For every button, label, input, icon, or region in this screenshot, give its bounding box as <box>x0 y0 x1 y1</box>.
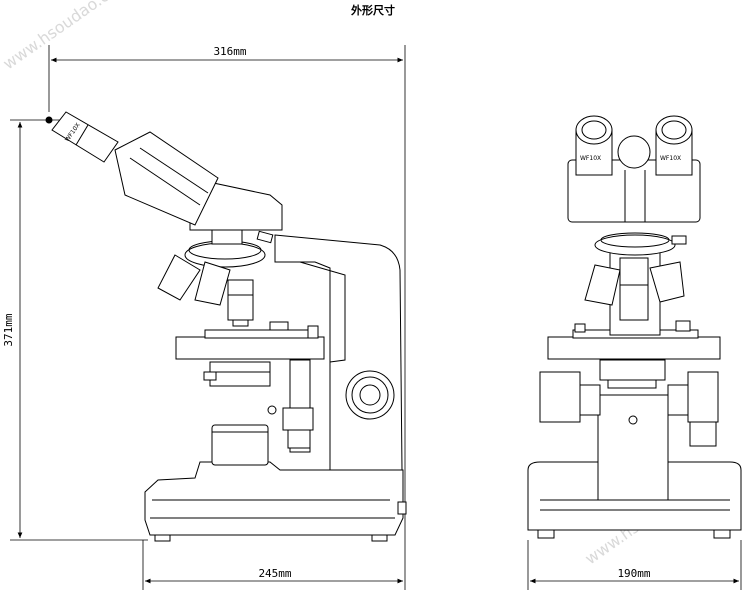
dim-label-371: 371mm <box>2 313 15 346</box>
eyepiece-marking-front-right: WF10X <box>660 155 681 162</box>
drawing-title: 外形尺寸 <box>351 4 395 17</box>
dimension-190: 190mm <box>527 540 742 590</box>
dim-label-316: 316mm <box>213 45 246 58</box>
side-view: WF10X <box>51 111 407 542</box>
dimension-316: 316mm <box>48 45 406 540</box>
dim-label-190: 190mm <box>617 567 650 580</box>
front-view: WF10X WF10X <box>527 115 742 539</box>
eyepiece-marking-front-left: WF10X <box>580 155 601 162</box>
dimension-245: 245mm <box>142 540 406 590</box>
watermark-left: www.hsoudao.com <box>0 0 133 73</box>
dim-label-245: 245mm <box>258 567 291 580</box>
dimension-371: 371mm <box>2 116 148 541</box>
